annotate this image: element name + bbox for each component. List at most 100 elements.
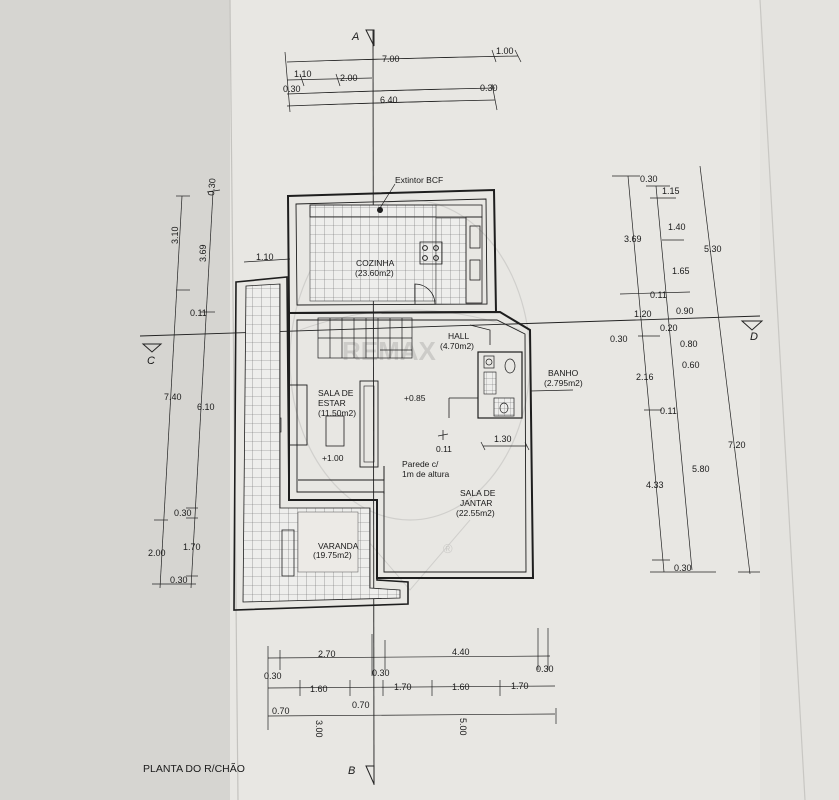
dim-bottom-070b: 0.70 (352, 700, 370, 710)
dim-right-140: 1.40 (668, 222, 686, 232)
jantar-area: (22.55m2) (456, 508, 495, 518)
dim-right-115: 1.15 (662, 186, 680, 196)
dim-bottom-160a: 1.60 (310, 684, 328, 694)
dim-bottom-030b: 0.30 (372, 668, 390, 678)
dim-interior-130: 1.30 (494, 434, 512, 444)
dim-right-369: 3.69 (624, 234, 642, 244)
dim-left-030b: 0.30 (174, 508, 192, 518)
sofa (359, 380, 379, 468)
dim-bottom-500: 5.00 (458, 718, 468, 736)
kitchen-name: COZINHA (356, 258, 395, 268)
right-dimension-lines (612, 165, 760, 575)
dim-top-030b: 0.30 (480, 83, 498, 93)
bath-name: BANHO (548, 368, 579, 378)
varanda-area: (19.75m2) (313, 550, 352, 560)
wall-note-2: 1m de altura (402, 469, 450, 479)
jantar-name-2: JANTAR (460, 498, 492, 508)
kitchen-area: (23.60m2) (355, 268, 394, 278)
dim-right-020: 0.20 (660, 323, 678, 333)
terrace-outline (233, 276, 409, 611)
estar-name-1: SALA DE (318, 388, 354, 398)
jantar-name-1: SALA DE (460, 488, 496, 498)
dim-left-170: 1.70 (183, 542, 201, 552)
plan (233, 183, 535, 611)
bath-area: (2.795m2) (544, 378, 583, 388)
kitchen-sink (469, 225, 481, 249)
dim-right-720: 7.20 (728, 440, 746, 450)
paper-fold-line (229, 0, 239, 800)
dim-top-640: 6.40 (380, 95, 398, 105)
section-marker-c: C (141, 343, 163, 367)
dim-top-100: 1.00 (496, 46, 514, 56)
level-step: 0.11 (436, 444, 452, 454)
wall-note-1: Parede c/ (402, 459, 439, 469)
dim-right-030: 0.30 (640, 174, 658, 184)
estar-area: (11.50m2) (318, 408, 356, 418)
toilet (504, 358, 516, 374)
dim-left-310: 3.10 (170, 226, 180, 244)
varanda-name: VARANDA (318, 541, 359, 551)
dim-right-080: 0.80 (680, 339, 698, 349)
dim-left-011: 0.11 (190, 308, 207, 318)
dim-right-090: 0.90 (676, 306, 694, 316)
section-label-a: A (351, 31, 359, 43)
level-hall: +0.85 (404, 393, 426, 403)
bathroom-walls (477, 351, 523, 419)
dim-top-200: 2.00 (340, 73, 358, 83)
hall-name: HALL (448, 331, 470, 341)
dim-top-700: 7.00 (382, 54, 400, 64)
dim-left-610: 6.10 (197, 402, 215, 412)
dim-bottom-030a: 0.30 (264, 671, 282, 681)
dim-bottom-070a: 0.70 (272, 706, 290, 716)
dim-right-060: 0.60 (682, 360, 700, 370)
coffee-table (325, 415, 345, 447)
section-label-b: B (348, 765, 355, 777)
dim-left-030c: 0.30 (170, 575, 188, 585)
room-labels: COZINHA (23.60m2) HALL (4.70m2) BANHO (2… (313, 175, 583, 560)
dim-bottom-170b: 1.70 (511, 681, 529, 691)
watermark-registered: ® (443, 541, 453, 556)
dim-right-580: 5.80 (692, 464, 710, 474)
drawing-title: PLANTA DO R/CHÃO (143, 762, 245, 775)
kitchen-floor-tiles (309, 204, 437, 302)
staircase (317, 317, 413, 359)
section-line-a-b (372, 29, 375, 786)
dim-right-011: 0.11 (650, 290, 667, 300)
section-label-d: D (750, 331, 758, 343)
dim-right-216: 2.16 (636, 372, 654, 382)
dim-top-030a: 0.30 (283, 84, 301, 94)
dim-left-740: 7.40 (164, 392, 182, 402)
dim-right-030c: 0.30 (674, 563, 692, 573)
dim-bottom-160b: 1.60 (452, 682, 470, 692)
watermark-text: REMAX (342, 336, 437, 366)
dim-top-110: 1.10 (294, 69, 312, 79)
dim-left-030: 0.30 (206, 178, 217, 196)
section-marker-a: A (351, 29, 375, 47)
dim-right-120: 1.20 (634, 309, 652, 319)
dim-bottom-300: 3.00 (314, 720, 324, 738)
top-dimension-lines (284, 49, 522, 113)
bottom-dimension-lines (267, 628, 557, 730)
dim-right-433: 4.33 (646, 480, 664, 490)
dim-bottom-270: 2.70 (318, 649, 336, 659)
dim-left-369: 3.69 (198, 244, 208, 262)
paper-fold-line (759, 0, 806, 800)
section-marker-d: D (740, 320, 764, 343)
interior-dimension (480, 441, 530, 451)
estar-name-2: ESTAR (318, 398, 346, 408)
dim-right-165: 1.65 (672, 266, 690, 276)
extinguisher-marker (377, 207, 383, 213)
kitchen-hob (419, 241, 443, 265)
extinguisher-label: Extintor BCF (395, 175, 443, 185)
dim-left-110: 1.10 (256, 252, 274, 262)
left-dimension-lines (152, 189, 291, 589)
dim-right-030b: 0.30 (610, 334, 628, 344)
dim-bottom-030c: 0.30 (536, 664, 554, 674)
dim-bottom-170a: 1.70 (394, 682, 412, 692)
dim-right-530: 5.30 (704, 244, 722, 254)
section-marker-b: B (348, 765, 375, 785)
hall-area: (4.70m2) (440, 341, 474, 351)
dim-right-011b: 0.11 (660, 406, 677, 416)
level-estar: +1.00 (322, 453, 344, 463)
